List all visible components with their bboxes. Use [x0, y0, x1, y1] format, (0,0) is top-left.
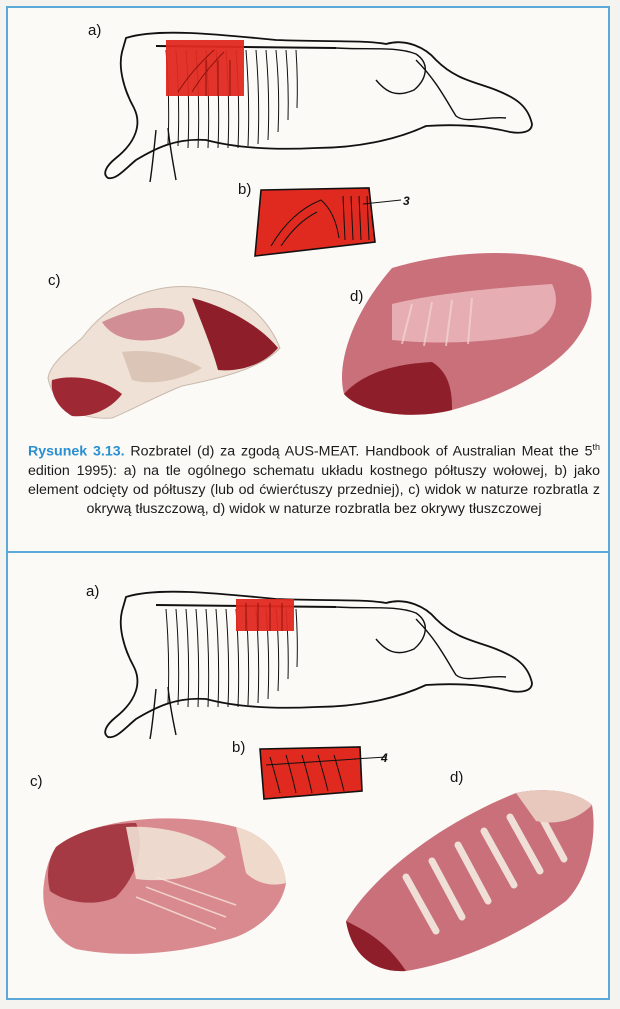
- label-a: a): [86, 583, 100, 600]
- meat-photo-with-fat: [43, 818, 286, 954]
- label-c: c): [48, 272, 61, 289]
- cut-element-diagram: [254, 187, 402, 257]
- callout-number: 3: [403, 194, 410, 208]
- figure-caption: Rysunek 3.13. Rozbratel (d) za zgodą AUS…: [28, 438, 600, 519]
- caption-line-3: wołowej, b) jako element odcięty od półt…: [28, 462, 600, 498]
- label-d: d): [450, 769, 464, 786]
- label-b: b): [238, 181, 252, 198]
- caption-lead: Rysunek 3.13.: [28, 443, 125, 460]
- section-divider: [6, 551, 610, 553]
- carcass-skeleton-diagram: [104, 590, 533, 740]
- meat-photo-without-fat: [342, 252, 592, 415]
- cut-element-diagram: [259, 746, 387, 800]
- label-b: b): [232, 739, 246, 756]
- caption-line-1: Rozbratel (d) za zgodą AUS-MEAT. Handboo…: [130, 443, 554, 460]
- label-a: a): [88, 22, 102, 39]
- caption-superscript: th: [592, 442, 600, 452]
- meat-photo-with-fat: [47, 286, 281, 419]
- caption-line-2-post: edition 1995): a) na tle ogólnego schema…: [28, 462, 487, 479]
- caption-line-2-pre: the 5: [559, 443, 593, 460]
- caption-line-4: c) widok w naturze rozbratla z okrywą tł…: [86, 481, 601, 517]
- caption-line-5: bez okrywy tłuszczowej: [394, 500, 542, 517]
- figure-bottom: a) b) 4 c) d): [6, 553, 610, 1000]
- carcass-skeleton-diagram: [104, 31, 533, 183]
- label-c: c): [30, 773, 43, 790]
- callout-number: 4: [381, 751, 388, 765]
- meat-photo-without-fat: [346, 790, 594, 972]
- label-d: d): [350, 288, 364, 305]
- figure-top: a) b) 3 c) d): [6, 6, 610, 551]
